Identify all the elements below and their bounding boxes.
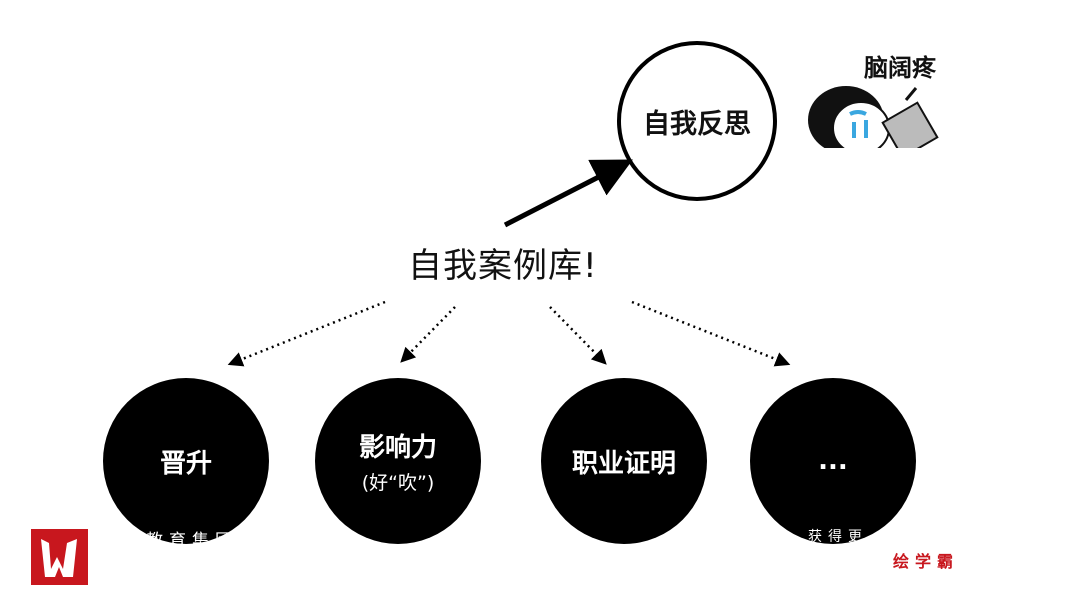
crying-face-icon bbox=[808, 86, 939, 148]
self-reflection-label: 自我反思 bbox=[643, 108, 751, 140]
dotted-arrow-4 bbox=[631, 300, 791, 367]
headache-meme: 脑阔疼 bbox=[806, 40, 942, 148]
watermark-left: 教育集团 bbox=[146, 531, 238, 551]
dotted-arrow-1 bbox=[227, 300, 386, 367]
node-sublabel: (好“吹”) bbox=[361, 472, 435, 494]
node-label: 职业证明 bbox=[571, 448, 676, 479]
node-promotion: 晋升 bbox=[103, 378, 269, 544]
node-career-proof: 职业证明 bbox=[541, 378, 707, 544]
node-label: ... bbox=[818, 446, 848, 476]
node-more: ... bbox=[750, 378, 916, 544]
dotted-arrow-3 bbox=[549, 306, 607, 365]
node-label: 影响力 bbox=[358, 433, 437, 463]
node-label: 晋升 bbox=[159, 448, 212, 479]
node-influence: 影响力 (好“吹”) bbox=[315, 378, 481, 544]
w-logo-icon bbox=[41, 539, 77, 577]
meme-caption: 脑阔疼 bbox=[864, 54, 936, 82]
arrow-to-reflection bbox=[503, 159, 633, 228]
dotted-arrow-2 bbox=[400, 306, 456, 363]
brand-logo bbox=[31, 529, 88, 585]
watermark-right: 获得更 bbox=[808, 529, 868, 545]
self-reflection-node: 自我反思 bbox=[617, 41, 777, 201]
brand-name: 绘学霸 bbox=[893, 552, 960, 571]
self-case-library-label: 自我案例库! bbox=[408, 246, 598, 286]
